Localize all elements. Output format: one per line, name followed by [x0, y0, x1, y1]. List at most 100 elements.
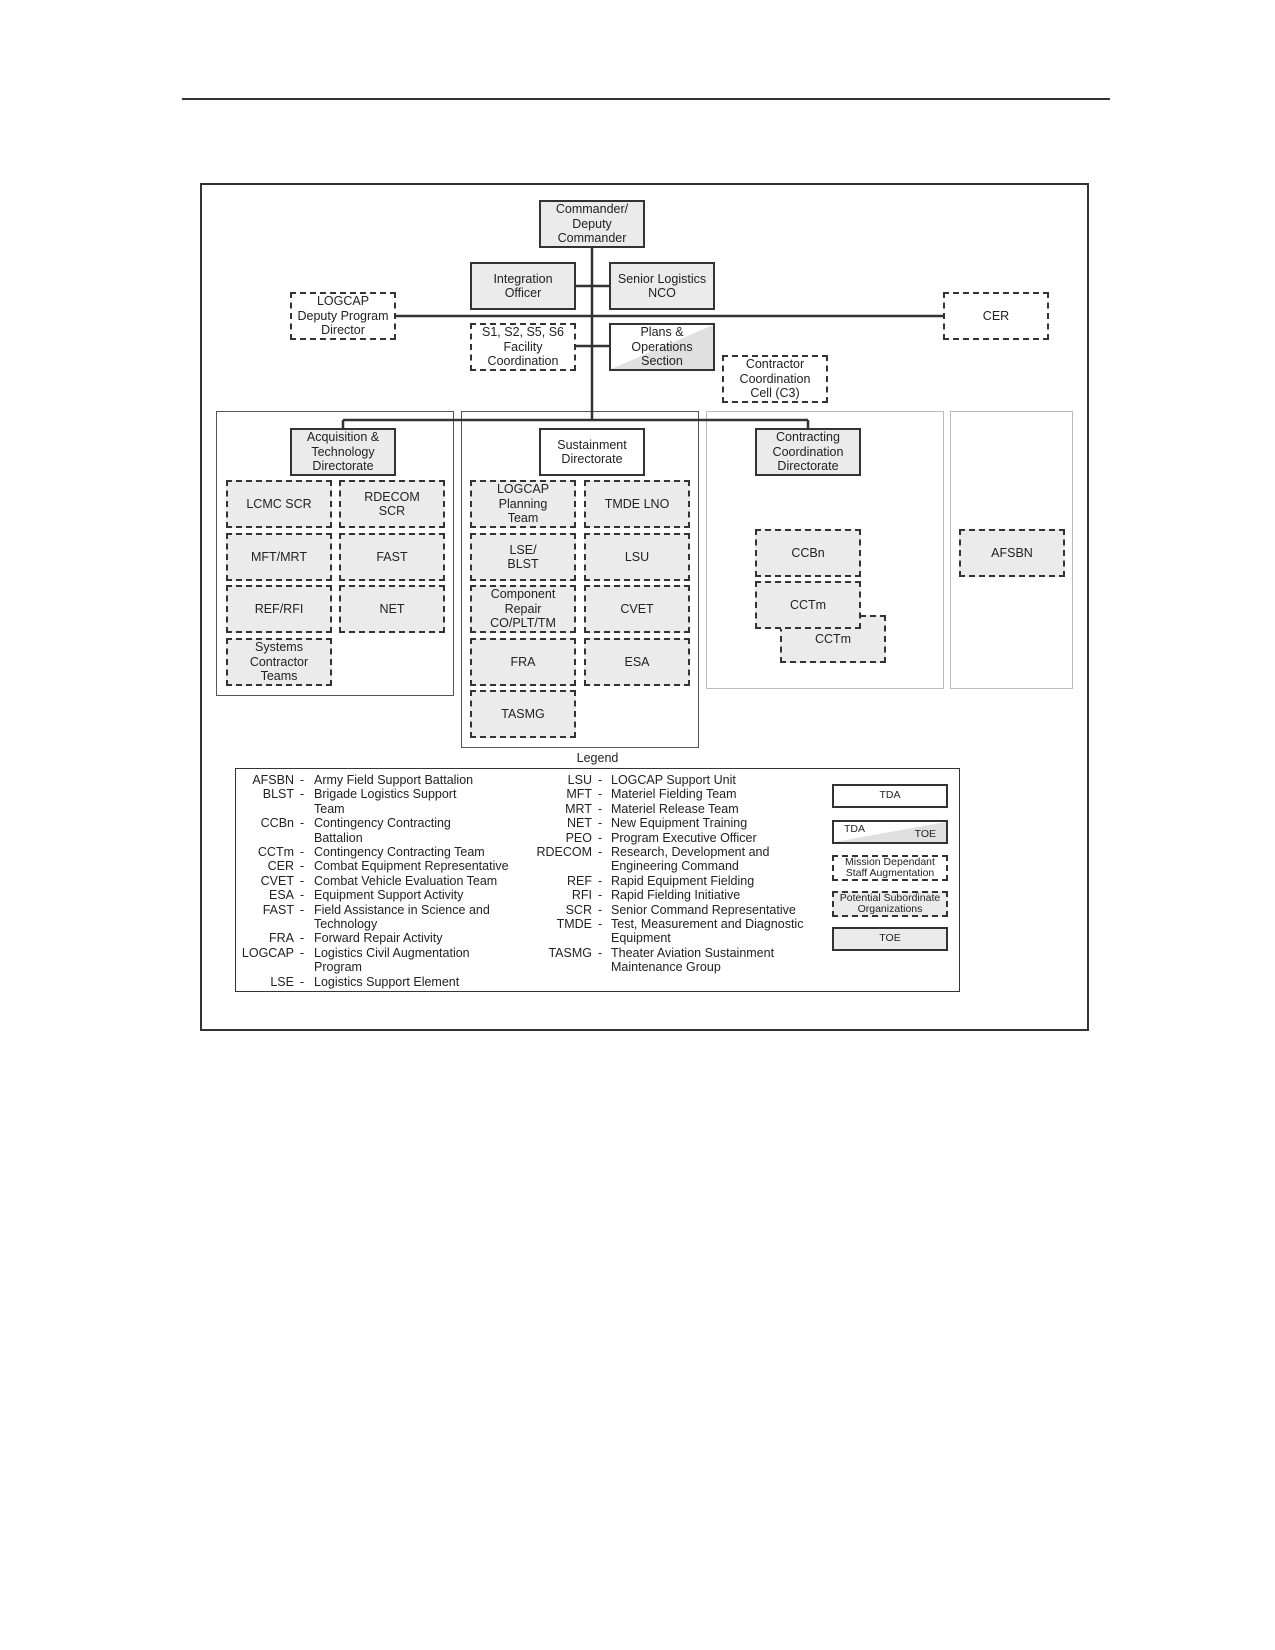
cvet-box: CVET	[584, 585, 690, 633]
senior-logistics-nco-box: Senior Logistics NCO	[609, 262, 715, 310]
legend-separator: -	[300, 931, 305, 946]
legend-separator: -	[598, 816, 603, 831]
legend-abbr: BLST	[262, 787, 294, 802]
legend-separator: -	[598, 945, 603, 960]
legend-separator: -	[300, 845, 305, 859]
legend-abbr: CER	[267, 859, 294, 874]
legend-abbr: RDECOM	[536, 845, 592, 859]
legend-definition: Forward Repair Activity	[314, 931, 443, 946]
legend-definition: Program Executive Officer	[611, 830, 757, 845]
legend-definition: Combat Vehicle Evaluation Team	[314, 873, 498, 888]
legend-box	[235, 768, 960, 992]
legend-separator: -	[598, 888, 603, 903]
cer-box: CER	[943, 292, 1049, 340]
fast-box: FAST	[339, 533, 445, 581]
logcap-deputy-program-director-box: LOGCAP Deputy Program Director	[290, 292, 396, 340]
legend-abbr: SCR	[565, 902, 592, 917]
logcap-planning-team-box: LOGCAP Planning Team	[470, 480, 576, 528]
esa-box: ESA	[584, 638, 690, 686]
key-tda: TDA	[832, 784, 948, 808]
legend-separator: -	[300, 859, 305, 874]
legend-definition: Materiel Fielding Team	[611, 787, 737, 802]
legend-separator: -	[300, 974, 305, 989]
legend-abbr: TMDE	[556, 917, 592, 931]
legend-abbr: AFSBN	[252, 773, 294, 787]
legend-abbr: LSE	[270, 974, 294, 989]
legend-separator: -	[300, 888, 305, 903]
legend-definition: Field Assistance in Science and Technolo…	[314, 902, 490, 931]
group-afsbn	[950, 411, 1073, 689]
legend-definition: Contingency Contracting Battalion	[314, 816, 451, 845]
legend-separator: -	[300, 816, 305, 831]
legend-abbr: CVET	[260, 873, 294, 888]
commander-box: Commander/ Deputy Commander	[539, 200, 645, 248]
tmde-lno-box: TMDE LNO	[584, 480, 690, 528]
lse-blst-box: LSE/ BLST	[470, 533, 576, 581]
component-repair-box: Component Repair CO/PLT/TM	[470, 585, 576, 633]
legend-separator: -	[598, 773, 603, 787]
legend-definition: Rapid Equipment Fielding	[611, 873, 755, 888]
legend-definition: Brigade Logistics Support Team	[314, 787, 457, 816]
systems-contractor-teams-box: Systems Contractor Teams	[226, 638, 332, 686]
acquisition-directorate-box: Acquisition & Technology Directorate	[290, 428, 396, 476]
contracting-directorate-box: Contracting Coordination Directorate	[755, 428, 861, 476]
legend-abbr: NET	[567, 816, 592, 831]
legend-separator: -	[598, 801, 603, 816]
ref-rfi-box: REF/RFI	[226, 585, 332, 633]
legend-definition: New Equipment Training	[611, 816, 748, 831]
group-sustainment	[461, 411, 699, 748]
group-contracting	[706, 411, 944, 689]
legend-definition: Research, Development and Engineering Co…	[611, 845, 770, 874]
sustainment-directorate-box: Sustainment Directorate	[539, 428, 645, 476]
legend-definition: Rapid Fielding Initiative	[611, 888, 741, 903]
key-split-left-label: TDA	[844, 823, 865, 835]
legend-separator: -	[598, 830, 603, 845]
legend-separator: -	[598, 902, 603, 917]
legend-abbr: MRT	[565, 801, 592, 816]
key-split-right-label: TOE	[914, 827, 936, 840]
legend-separator: -	[300, 773, 305, 787]
legend-definition: Materiel Release Team	[611, 801, 739, 816]
legend-definition: Logistics Civil Augmentation Program	[314, 945, 470, 975]
legend-abbr: LSU	[567, 773, 592, 787]
key-potential-subordinate: Potential Subordinate Organizations	[832, 891, 948, 917]
legend-title: Legend	[576, 751, 619, 765]
legend-abbr: FRA	[269, 931, 294, 946]
net-box: NET	[339, 585, 445, 633]
legend-abbr: LOGCAP	[241, 945, 294, 960]
legend-abbr: PEO	[565, 830, 592, 845]
legend-abbr: MFT	[566, 787, 592, 802]
key-tda-toe: TDA TOE	[832, 820, 948, 844]
group-acquisition	[216, 411, 454, 696]
legend-separator: -	[300, 873, 305, 888]
plans-operations-box: Plans & Operations Section	[609, 323, 715, 371]
lcmc-scr-box: LCMC SCR	[226, 480, 332, 528]
key-toe: TOE	[832, 927, 948, 951]
afsbn-box: AFSBN	[959, 529, 1065, 577]
legend-abbr: RFI	[571, 888, 592, 903]
legend-abbr: FAST	[262, 902, 294, 917]
legend-definition: Logistics Support Element	[314, 974, 460, 989]
legend-definition: Army Field Support Battalion	[314, 773, 474, 787]
legend-separator: -	[598, 917, 603, 931]
legend-separator: -	[598, 845, 603, 859]
ccbn-box: CCBn	[755, 529, 861, 577]
integration-officer-box: Integration Officer	[470, 262, 576, 310]
lsu-box: LSU	[584, 533, 690, 581]
contractor-coordination-cell-box: Contractor Coordination Cell (C3)	[722, 355, 828, 403]
cctm-front-box: CCTm	[755, 581, 861, 629]
legend-separator: -	[598, 873, 603, 888]
header-rule	[182, 98, 1110, 100]
legend-abbr: CCTm	[257, 845, 294, 859]
key-mission-dependant: Mission Dependant Staff Augmentation	[832, 855, 948, 881]
legend-abbr: REF	[567, 873, 592, 888]
legend-definition: Test, Measurement and Diagnostic Equipme…	[611, 917, 804, 946]
cctm-back-box: CCTm	[780, 615, 886, 663]
legend-separator: -	[300, 945, 305, 960]
staff-sections-box: S1, S2, S5, S6 Facility Coordination	[470, 323, 576, 371]
legend-separator: -	[300, 902, 305, 917]
legend-definition: Combat Equipment Representative	[314, 859, 509, 874]
figure-frame	[200, 183, 1089, 1031]
rdecom-scr-box: RDECOM SCR	[339, 480, 445, 528]
legend-separator: -	[300, 787, 305, 802]
